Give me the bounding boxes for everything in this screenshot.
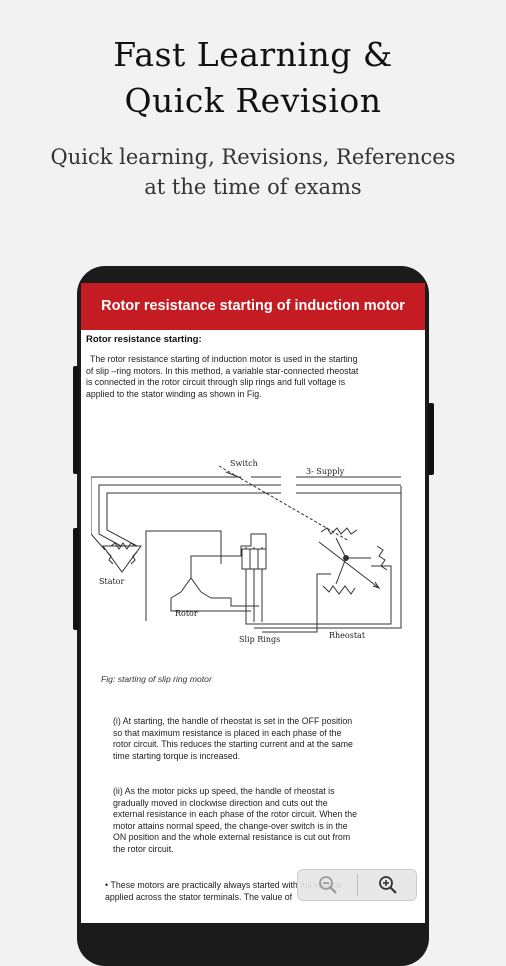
stator-coils	[106, 542, 138, 565]
rheostat-hub	[343, 555, 349, 561]
supply-label: 3- Supply	[306, 467, 345, 476]
bullet-text: These motors are practically always star…	[105, 880, 343, 902]
circuit-diagram: Switch 3- Supply Stator Rotor Slip Rings…	[91, 459, 402, 644]
zoom-out-icon	[318, 876, 337, 894]
switch-label: Switch	[230, 459, 258, 468]
slip-rings-label: Slip Rings	[239, 635, 280, 644]
hero-title-line1: Fast Learning &	[113, 35, 393, 74]
intro-paragraph: The rotor resistance starting of inducti…	[86, 354, 359, 399]
phone-side-button	[73, 528, 79, 630]
hero-title: Fast Learning & Quick Revision	[0, 32, 506, 124]
zoom-controls	[297, 869, 417, 901]
hero-subtitle-line2: at the time of exams	[144, 175, 362, 199]
point-2: (ii) As the motor picks up speed, the ha…	[113, 786, 357, 854]
section-title: Rotor resistance starting:	[86, 334, 202, 345]
hero-subtitle: Quick learning, Revisions, References at…	[0, 142, 506, 202]
figure-caption: Fig: starting of slip ring motor	[101, 674, 212, 684]
bullet-dot: •	[105, 880, 111, 890]
slip-rings	[241, 548, 267, 570]
zoom-in-button[interactable]	[358, 870, 417, 900]
point-1: (i) At starting, the handle of rheostat …	[113, 716, 353, 761]
rotor-label: Rotor	[175, 609, 198, 618]
phone-screen: Rotor resistance starting of induction m…	[81, 283, 425, 923]
phone-power-button	[428, 403, 434, 475]
zoom-in-icon	[378, 876, 397, 894]
zoom-out-button[interactable]	[298, 870, 357, 900]
hero-title-line2: Quick Revision	[124, 81, 382, 120]
phone-volume-button	[73, 366, 79, 474]
bullet-item: • These motors are practically always st…	[105, 880, 365, 903]
article-header: Rotor resistance starting of induction m…	[81, 283, 425, 330]
zoom-divider	[357, 874, 358, 896]
stator-label: Stator	[99, 577, 124, 586]
hero-subtitle-line1: Quick learning, Revisions, References	[50, 145, 456, 169]
rheostat-label: Rheostat	[329, 631, 366, 640]
